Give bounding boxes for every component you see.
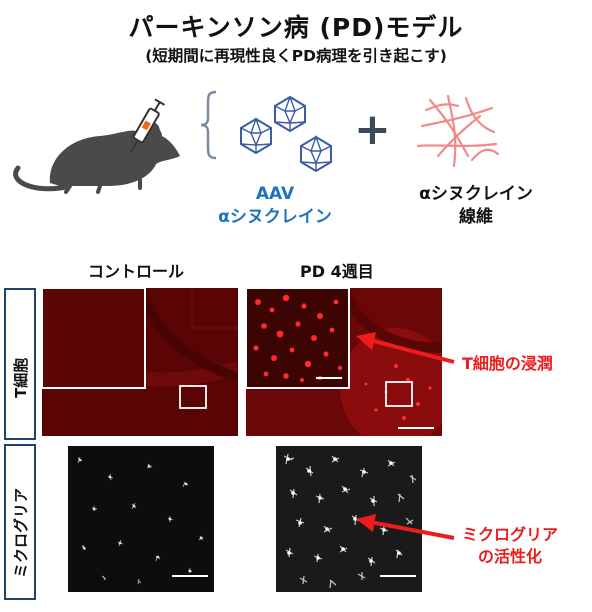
alpha-synuclein-fibril-icon	[416, 94, 500, 168]
brace-icon	[200, 90, 217, 160]
microglia-activation-label: ミクログリア の活性化	[462, 524, 558, 568]
syringe-icon	[130, 98, 166, 153]
mouse-injection-illustration	[13, 98, 181, 194]
aav-alpha-synuclein-label: AAV αシヌクレイン	[210, 183, 340, 229]
fiber-label-line2: 線維	[459, 207, 493, 227]
row-label-t-cell: T細胞	[12, 357, 30, 398]
microglia-pd-image	[276, 446, 422, 592]
row-label-box-microglia: ミクログリア	[4, 444, 36, 600]
microglia-control-image	[68, 446, 214, 592]
t-cell-arrow-icon	[356, 332, 455, 364]
aav-virus-icons	[240, 96, 332, 173]
virus-icon	[300, 134, 332, 173]
fiber-label-line1: αシヌクレイン	[419, 184, 533, 204]
microglia-arrow-icon	[356, 514, 455, 540]
virus-icon	[274, 96, 306, 133]
t-cell-pd-image	[246, 288, 442, 436]
column-header-pd: PD 4週目	[300, 262, 374, 281]
row-label-microglia: ミクログリア	[12, 487, 30, 578]
aav-label-line2: αシヌクレイン	[218, 207, 332, 227]
row-label-box-t-cell: T細胞	[4, 288, 36, 440]
microglia-activation-line2: の活性化	[478, 547, 543, 566]
microglia-activation-line1: ミクログリア	[462, 525, 559, 544]
virus-icon	[240, 116, 272, 155]
alpha-synuclein-fiber-label: αシヌクレイン 線維	[388, 183, 564, 229]
column-header-control: コントロール	[88, 262, 185, 281]
figure-title: パーキンソン病 (PD)モデル	[128, 13, 464, 42]
plus-sign: +	[354, 104, 391, 155]
t-cell-infiltration-label: T細胞の浸潤	[462, 354, 553, 373]
mouse-icon	[13, 122, 181, 194]
figure-subtitle: (短期間に再現性良くPD病理を引き起こす)	[145, 47, 447, 65]
t-cell-control-image	[42, 288, 238, 436]
aav-label-line1: AAV	[255, 184, 295, 204]
